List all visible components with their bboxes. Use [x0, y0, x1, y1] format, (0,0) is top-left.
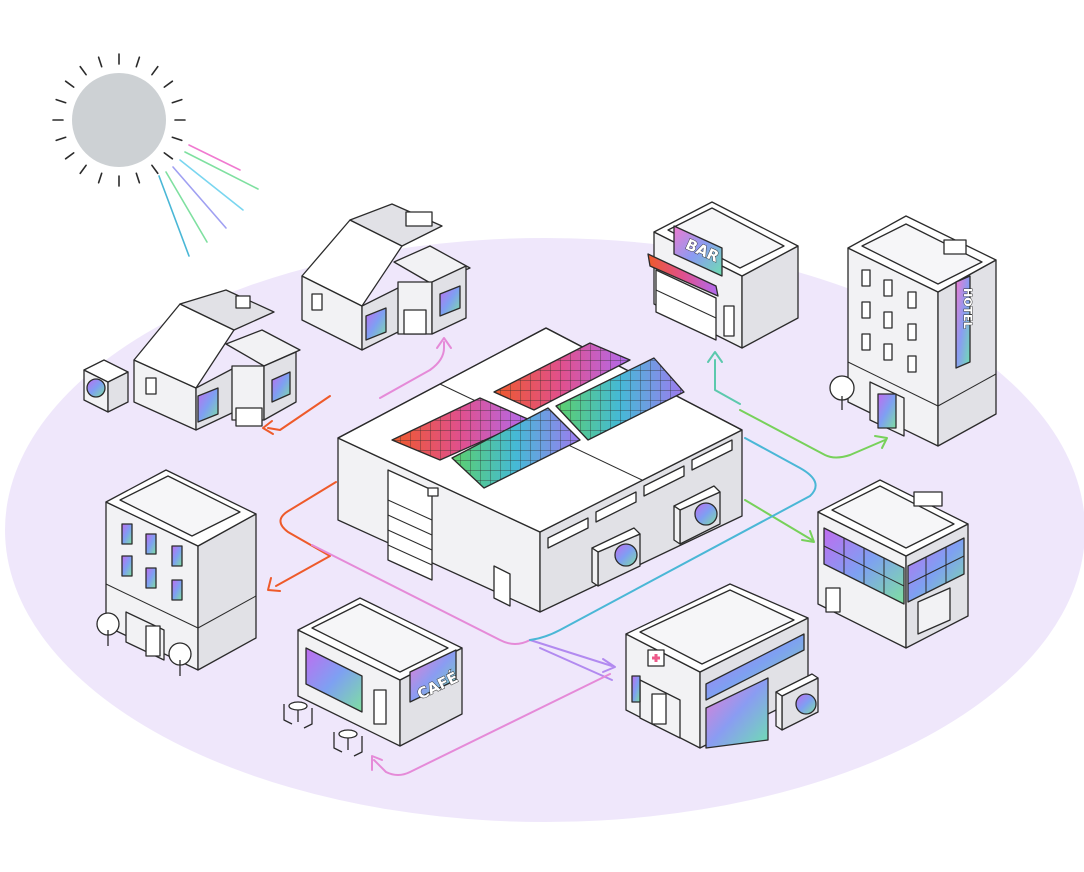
- sun-ray: [64, 80, 75, 88]
- sun-ray: [171, 98, 183, 104]
- flow-to-cafe: [539, 647, 613, 681]
- sun-ray: [64, 152, 75, 160]
- house-left: [83, 289, 301, 431]
- heat-pump-icon: [591, 527, 641, 587]
- sun-ray: [55, 98, 67, 104]
- medical-cross-icon: [647, 649, 665, 667]
- sun-icon: [52, 53, 186, 187]
- flow-to-house-right: [379, 341, 445, 399]
- flow-to-hotel: [739, 409, 886, 459]
- heat-pump-icon: [83, 359, 129, 413]
- cafe-table-icon: [283, 701, 313, 729]
- sun-ray: [79, 164, 87, 175]
- sun-ray: [135, 172, 141, 184]
- solar-panel-icon: [391, 342, 685, 489]
- tree-icon: [168, 642, 192, 676]
- sun-ray: [79, 65, 87, 76]
- flow-to-office-right: [744, 499, 813, 541]
- heat-pump-icon: [775, 673, 819, 731]
- sun-ray: [151, 164, 159, 175]
- sun-ray: [151, 65, 159, 76]
- flow-to-hospital: [311, 544, 531, 645]
- sun-ray: [163, 80, 174, 88]
- flow-to-bar: [714, 359, 741, 405]
- sun-ray: [135, 56, 141, 68]
- sun-ray: [97, 172, 103, 184]
- bar-building: BAR: [647, 201, 799, 349]
- heat-pump-icon: [673, 485, 721, 545]
- hotel-building: HOTEL: [829, 215, 997, 447]
- cafe-building: CAFÉ: [283, 597, 463, 757]
- hospital-building: [625, 583, 819, 749]
- house-right: [301, 203, 471, 351]
- flow-cyan-network: [529, 437, 817, 641]
- solar-warehouse: [337, 327, 743, 613]
- tree-icon: [829, 375, 855, 410]
- office-building-right: [817, 479, 969, 649]
- sun-ray: [163, 152, 174, 160]
- flow-to-house-left: [267, 395, 331, 431]
- energy-flow-lines: [262, 337, 888, 776]
- office-building-left: [96, 469, 257, 676]
- sun-ray: [171, 136, 183, 142]
- cafe-table-icon: [333, 729, 363, 757]
- flow-to-office-left: [275, 481, 337, 587]
- sun-ray: [97, 56, 103, 68]
- tree-icon: [96, 612, 120, 646]
- hotel-sign: HOTEL: [961, 288, 974, 329]
- sun-ray: [55, 136, 67, 142]
- sun-rainbow-rays: [158, 144, 259, 257]
